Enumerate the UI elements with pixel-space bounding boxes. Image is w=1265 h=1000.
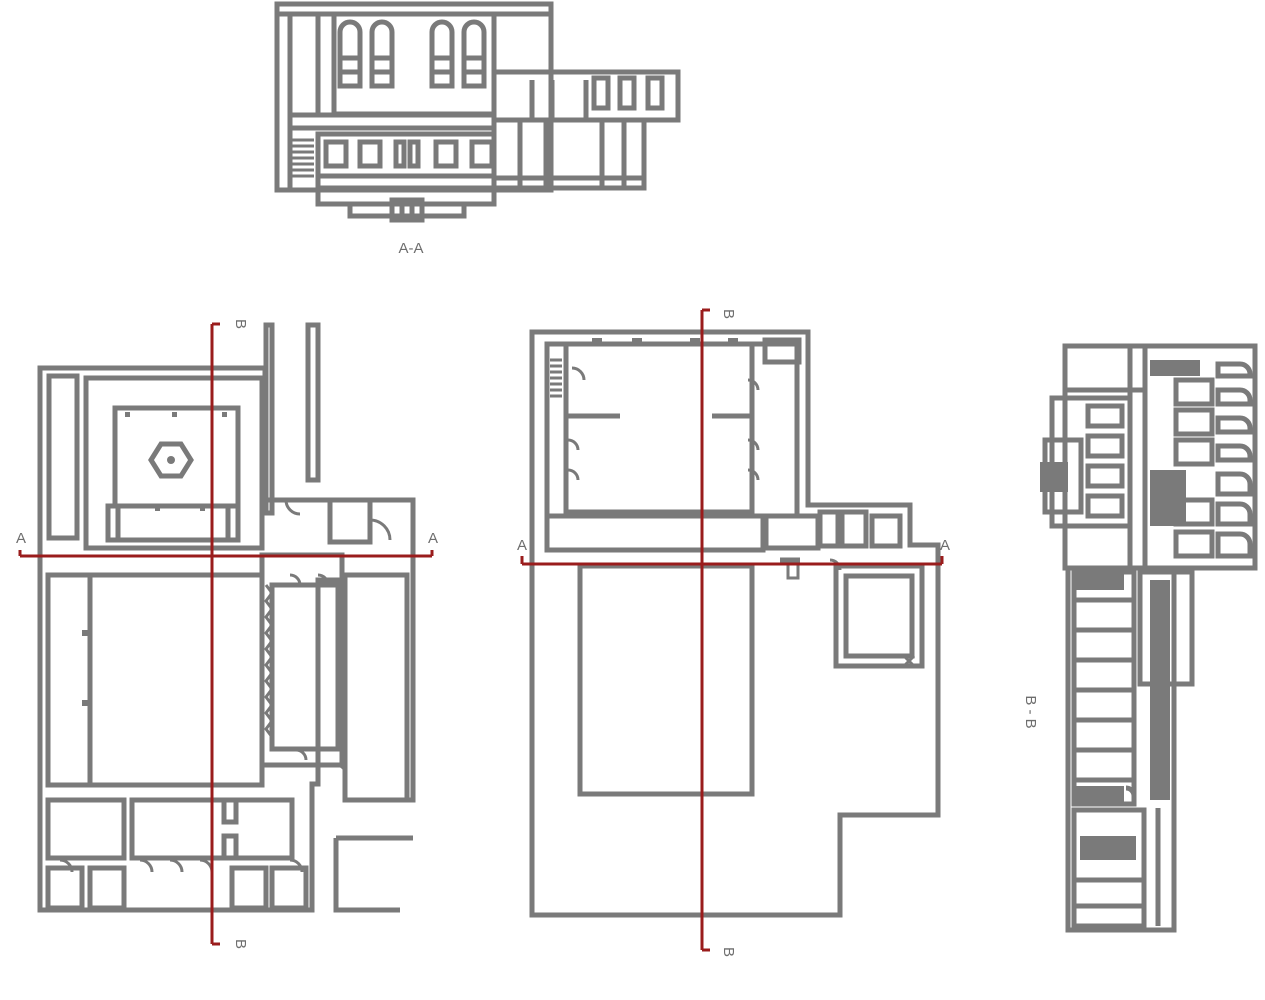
section-a-a-drawing bbox=[274, 1, 681, 223]
cut-label-b-top-2: B bbox=[720, 309, 737, 319]
plan-1-section-cuts bbox=[18, 322, 434, 946]
cut-label-a-right-2: A bbox=[940, 537, 950, 554]
section-stair bbox=[290, 138, 314, 178]
cut-label-b-bottom-2: B bbox=[720, 947, 737, 957]
cut-label-b-bottom-1: B bbox=[232, 939, 249, 949]
plan-1-outline bbox=[37, 365, 416, 913]
section-b-b-title: B - B bbox=[1022, 695, 1039, 728]
cut-label-b-top-1: B bbox=[232, 319, 249, 329]
door-swings bbox=[59, 573, 348, 873]
section-b-b-drawing bbox=[1040, 343, 1258, 933]
cut-label-a-left-1: A bbox=[16, 530, 26, 547]
cut-label-a-left-2: A bbox=[517, 537, 527, 554]
plan-upper-floor bbox=[529, 329, 941, 918]
plan-2-stair bbox=[550, 358, 562, 398]
plan-2-door-swings bbox=[567, 366, 916, 668]
cut-label-a-right-1: A bbox=[428, 530, 438, 547]
plan-ground-floor bbox=[37, 322, 416, 913]
hexagonal-fountain bbox=[148, 441, 194, 479]
arched-windows-upper bbox=[337, 19, 487, 89]
plan-2-section-cuts bbox=[520, 308, 944, 952]
plan-2-outline bbox=[529, 329, 941, 918]
section-b-b-arched-windows bbox=[1150, 360, 1253, 559]
section-a-a-title: A-A bbox=[398, 240, 423, 257]
section-b-b-lower-block bbox=[1065, 565, 1177, 933]
